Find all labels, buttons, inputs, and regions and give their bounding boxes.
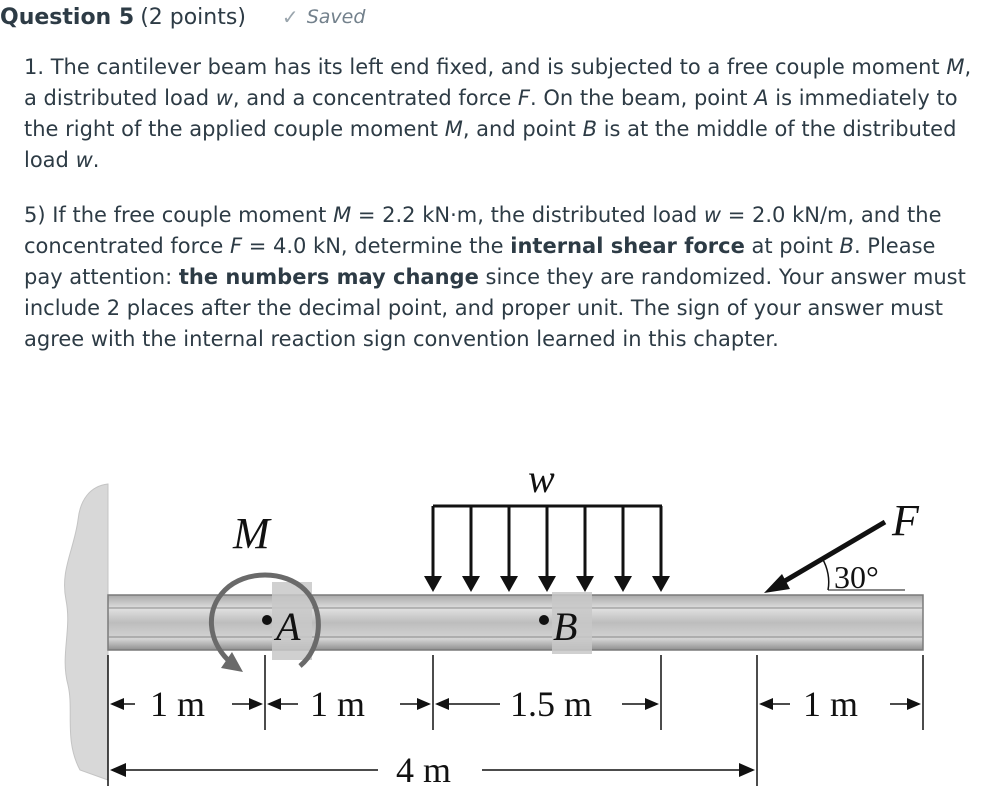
var-M: M [946, 55, 965, 79]
text-span: is at the middle of the distributed load [24, 117, 957, 172]
text-span: , a distributed load [24, 55, 972, 110]
text-span: , and a concentrated force [232, 86, 518, 110]
label-M: M [232, 509, 272, 558]
var-F: F [517, 86, 531, 110]
text-span: = 2.2 kN·m, the distributed load [351, 203, 704, 227]
saved-label: Saved [306, 6, 366, 28]
distributed-load [431, 504, 663, 582]
question-title: Question 5 [0, 4, 135, 30]
dimension-ticks [107, 655, 924, 786]
beam [107, 594, 924, 651]
dim-label-4: 1 m [803, 684, 858, 724]
text-span: . [92, 148, 100, 172]
var-w: w [703, 203, 722, 227]
var-B: B [839, 234, 854, 258]
angle-arc [821, 557, 830, 591]
point-B-highlight [552, 592, 592, 654]
var-A: A [754, 86, 769, 110]
label-w: w [528, 456, 555, 501]
var-F: F [229, 234, 243, 258]
point-A-highlight [272, 582, 312, 660]
label-A: A [273, 604, 301, 649]
moment-arrowhead [221, 652, 243, 672]
moment-arrow [209, 572, 321, 668]
text-span: = 4.0 kN, determine the [242, 234, 511, 258]
force-F-arrowhead [764, 574, 790, 593]
dim-label-2: 1 m [310, 684, 365, 724]
var-M: M [333, 203, 352, 227]
text-span: is immediately to the right of the appli… [24, 86, 958, 141]
question-header: Question 5 (2 points) ✓ Saved [0, 2, 365, 32]
label-B: B [553, 604, 577, 649]
emphasis-text: the numbers may change [178, 265, 479, 289]
beam-diagram: M A B w F 30° [64, 456, 924, 786]
dim-label-3: 1.5 m [510, 684, 592, 724]
text-span: . On the beam, point [530, 86, 755, 110]
emphasis-text: internal shear force [510, 234, 745, 258]
check-icon: ✓ [281, 5, 299, 29]
point-A-dot [262, 615, 272, 625]
text-span: . Please pay attention: [24, 234, 936, 289]
dimension-arrowheads [110, 698, 921, 777]
angle-label: 30° [834, 559, 879, 595]
text-span: 5) If the free couple moment [24, 203, 334, 227]
force-F-arrow [776, 519, 887, 588]
text-span: = 2.0 kN/m, and the concentrated force [24, 203, 942, 258]
var-w: w [215, 86, 233, 110]
fixed-wall [64, 483, 109, 781]
question-points: (2 points) [140, 4, 246, 30]
text-span: at point [744, 234, 840, 258]
saved-status: ✓ Saved [282, 5, 365, 29]
var-w: w [75, 148, 93, 172]
dim-label-1: 1 m [150, 684, 205, 724]
dim-label-total: 4 m [396, 750, 451, 786]
text-span: 1. The cantilever beam has its left end … [24, 55, 947, 79]
point-B-dot [539, 615, 549, 625]
var-M: M [444, 117, 463, 141]
text-span: , and point [462, 117, 583, 141]
load-arrowheads [424, 576, 670, 592]
question-prompt: 5) If the free couple moment M = 2.2 kN·… [24, 200, 974, 355]
label-F: F [891, 496, 920, 545]
var-B: B [582, 117, 598, 141]
problem-description: 1. The cantilever beam has its left end … [24, 52, 974, 176]
text-span: since they are randomized. Your answer m… [24, 265, 966, 351]
